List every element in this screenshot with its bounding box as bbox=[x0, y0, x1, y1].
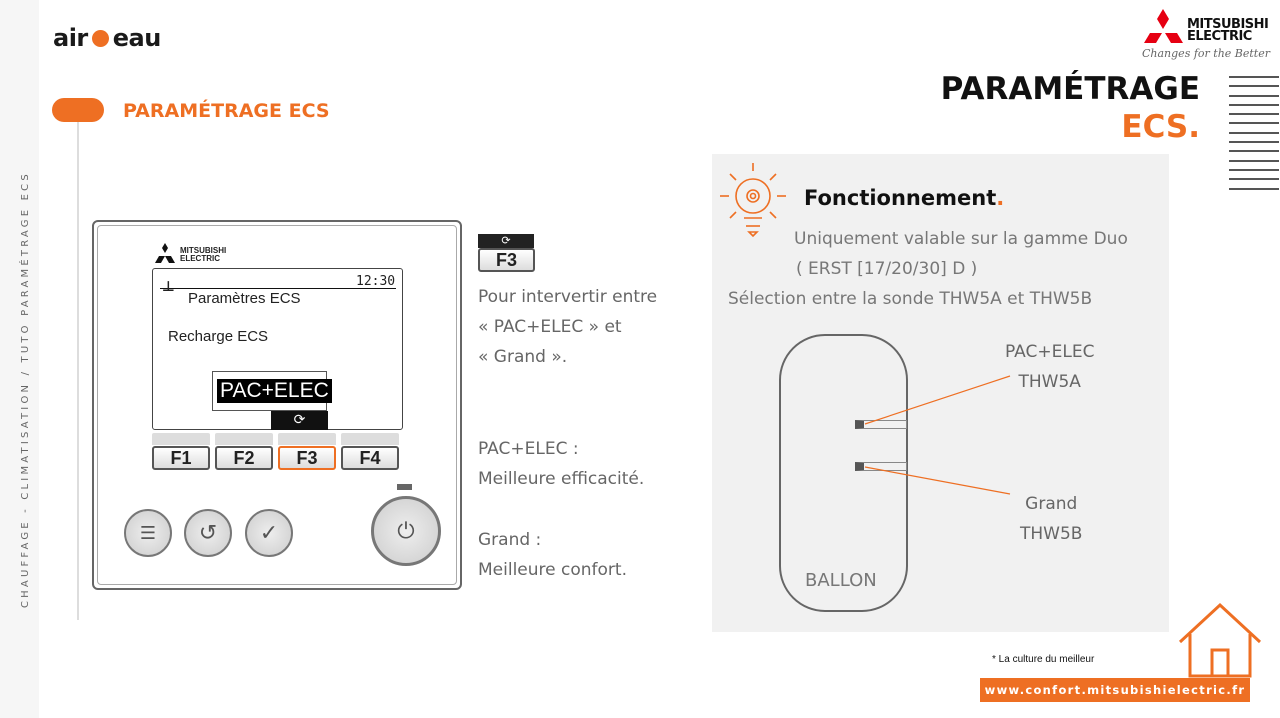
brand-tagline: Changes for the Better bbox=[1142, 47, 1270, 60]
tank-diagram bbox=[779, 334, 908, 612]
back-button[interactable]: ↺ bbox=[184, 509, 232, 557]
f3-key-icon: F3 bbox=[478, 248, 535, 272]
mitsubishi-logo-icon bbox=[1144, 9, 1183, 43]
panel-line-2: ( ERST [17/20/30] D ) bbox=[796, 259, 978, 279]
instruction-text: Pour intervertir entre« PAC+ELEC » et« G… bbox=[478, 287, 658, 367]
info-panel bbox=[712, 154, 1169, 632]
logo-dot bbox=[91, 30, 109, 47]
timeline-line bbox=[77, 122, 79, 620]
sidebar bbox=[0, 0, 39, 718]
f2-button[interactable]: F2 bbox=[215, 446, 273, 470]
power-button[interactable]: ⏻ bbox=[371, 496, 441, 566]
website-link[interactable]: www.confort.mitsubishielectric.fr bbox=[980, 678, 1250, 702]
screen-time: 12:30 bbox=[356, 274, 396, 289]
option-pac-elec: PAC+ELEC :Meilleure efficacité. bbox=[478, 439, 645, 489]
tap-icon: ⊥ bbox=[162, 279, 175, 295]
f3-button[interactable]: F3 bbox=[278, 446, 336, 470]
screen-divider bbox=[160, 288, 396, 289]
menu-button[interactable]: ☰ bbox=[124, 509, 172, 557]
logo-right: eau bbox=[112, 24, 162, 52]
option-grand: Grand :Meilleure confort. bbox=[478, 530, 627, 580]
power-holiday-icon: ⏻ bbox=[397, 518, 415, 544]
confirm-button[interactable]: ✓ bbox=[245, 509, 293, 557]
logo-left: air bbox=[53, 24, 88, 52]
f4-button[interactable]: F4 bbox=[341, 446, 399, 470]
sidebar-breadcrumb: CHAUFFAGE - CLIMATISATION / TUTO PARAMÉT… bbox=[20, 171, 31, 608]
status-led bbox=[397, 484, 412, 490]
footnote: * La culture du meilleur bbox=[992, 654, 1095, 665]
panel-title: Fonctionnement. bbox=[804, 186, 1005, 210]
panel-line-3: Sélection entre la sonde THW5A et THW5B bbox=[728, 289, 1093, 309]
section-pill bbox=[52, 98, 104, 122]
screen-menu-item: Recharge ECS bbox=[168, 328, 269, 345]
device-mitsubishi-icon bbox=[155, 243, 175, 263]
panel-line-1: Uniquement valable sur la gamme Duo bbox=[794, 229, 1128, 249]
decorative-lines bbox=[1229, 76, 1279, 197]
swap-key-icon: ⟳ bbox=[478, 234, 534, 248]
swap-icon: ⟳ bbox=[271, 411, 328, 430]
check-icon: ✓ bbox=[259, 520, 279, 546]
lightbulb-gear-icon bbox=[720, 163, 786, 238]
undo-icon: ↺ bbox=[198, 520, 218, 546]
sensor-thw5a bbox=[855, 420, 907, 429]
f1-button[interactable]: F1 bbox=[152, 446, 210, 470]
section-title: PARAMÉTRAGE ECS bbox=[123, 100, 330, 122]
sensor-arrows bbox=[864, 375, 1011, 495]
screen-title: Paramètres ECS bbox=[188, 290, 301, 307]
menu-list-icon: ☰ bbox=[139, 522, 157, 544]
screen-value: PAC+ELEC bbox=[217, 379, 332, 403]
tank-label: BALLON bbox=[805, 570, 877, 591]
house-icon bbox=[1178, 602, 1262, 678]
